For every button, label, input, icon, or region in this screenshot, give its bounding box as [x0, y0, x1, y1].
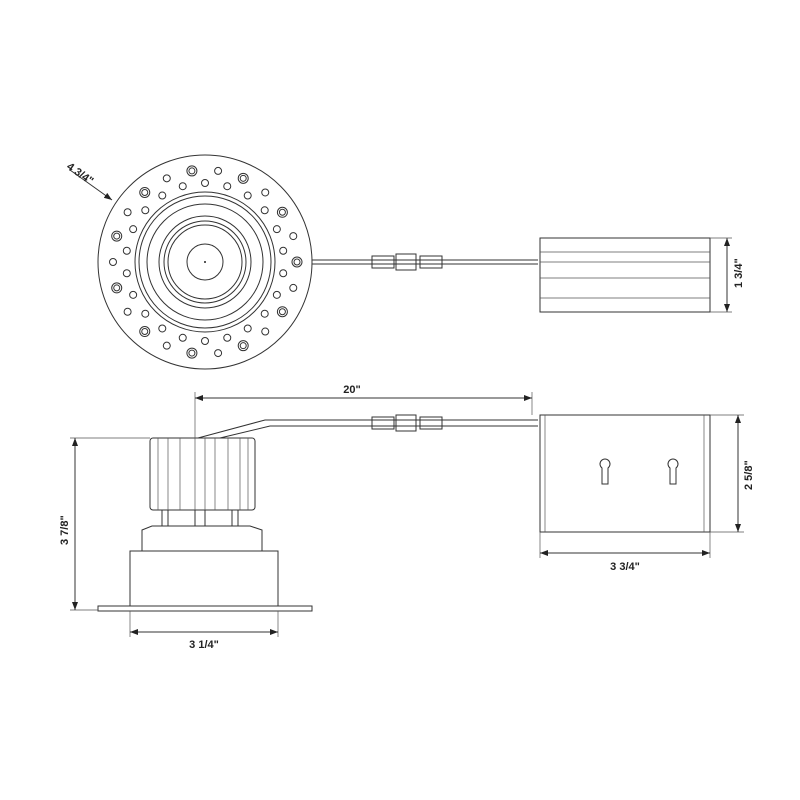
label-cable-length: 20": [343, 384, 360, 396]
side-cable: [197, 414, 538, 439]
label-housing-width: 3 1/4": [189, 639, 219, 651]
connector-icon: [395, 253, 417, 271]
side-view-fixture: [97, 437, 313, 612]
trim-hole: [289, 232, 298, 241]
trim-hole: [158, 191, 167, 200]
trim-hole: [272, 225, 281, 234]
trim-hole: [276, 306, 288, 318]
trim-hole: [239, 174, 247, 182]
side-view-driver: 2 5/8" 3 3/4": [539, 414, 755, 573]
dim-housing-width: 3 1/4": [129, 611, 279, 651]
trim-hole: [223, 182, 232, 191]
trim-hole: [223, 333, 232, 342]
trim-hole: [237, 172, 249, 184]
top-cable: [312, 253, 538, 271]
connector-icon: [419, 416, 443, 430]
label-driver-height: 1 3/4": [733, 258, 745, 288]
trim-hole: [123, 307, 132, 316]
trim-hole: [141, 206, 150, 215]
label-fixture-height: 3 7/8": [59, 515, 71, 545]
trim-hole: [279, 269, 288, 278]
trim-hole: [129, 225, 138, 234]
dim-fixture-height: 3 7/8": [59, 437, 150, 611]
trim-hole: [186, 347, 198, 359]
dim-cable-length: 20": [194, 384, 533, 438]
trim-hole: [201, 337, 209, 345]
top-view-driver: 1 3/4": [539, 237, 745, 313]
trim-hole: [278, 308, 286, 316]
trim-hole: [279, 246, 288, 255]
trim-hole: [141, 309, 150, 318]
trim-hole: [214, 349, 223, 358]
trim-hole: [122, 269, 131, 278]
trim-hole: [178, 333, 187, 342]
connector-icon: [419, 255, 443, 269]
trim-hole: [239, 342, 247, 350]
trim-hole: [276, 206, 288, 218]
trim-hole: [139, 186, 151, 198]
top-view-trim: [97, 154, 313, 370]
trim-hole: [237, 340, 249, 352]
trim-hole: [162, 174, 171, 183]
trim-hole: [186, 165, 198, 177]
trim-hole: [261, 327, 270, 336]
trim-hole: [178, 182, 187, 191]
trim-hole: [272, 290, 281, 299]
keyhole-icon: [667, 458, 679, 485]
trim-hole: [113, 284, 121, 292]
trim-hole: [113, 232, 121, 240]
trim-hole: [162, 341, 171, 350]
trim-hole: [122, 246, 131, 255]
trim-hole: [201, 179, 209, 187]
trim-hole: [188, 167, 196, 175]
trim-hole: [261, 188, 270, 197]
trim-hole: [188, 349, 196, 357]
trim-hole: [278, 208, 286, 216]
trim-hole: [123, 208, 132, 217]
trim-hole: [129, 290, 138, 299]
label-trim-diameter: 4 3/4": [64, 161, 95, 188]
trim-hole: [293, 258, 301, 266]
trim-hole: [243, 191, 252, 200]
trim-hole: [139, 326, 151, 338]
label-driver-width: 3 3/4": [610, 561, 640, 573]
trim-hole: [158, 324, 167, 333]
keyhole-icon: [599, 458, 611, 485]
connector-icon: [371, 255, 395, 269]
trim-hole: [260, 309, 269, 318]
connector-icon: [395, 414, 417, 432]
trim-hole: [141, 188, 149, 196]
trim-hole: [141, 328, 149, 336]
trim-hole: [291, 256, 303, 268]
trim-hole: [109, 258, 117, 266]
trim-hole: [260, 206, 269, 215]
label-driver-depth: 2 5/8": [743, 460, 755, 490]
connector-icon: [371, 416, 395, 430]
trim-hole: [111, 282, 123, 294]
dim-trim-diameter: 4 3/4": [64, 161, 113, 201]
trim-hole: [111, 230, 123, 242]
trim-hole: [243, 324, 252, 333]
trim-hole: [214, 166, 223, 175]
trim-hole: [289, 283, 298, 292]
